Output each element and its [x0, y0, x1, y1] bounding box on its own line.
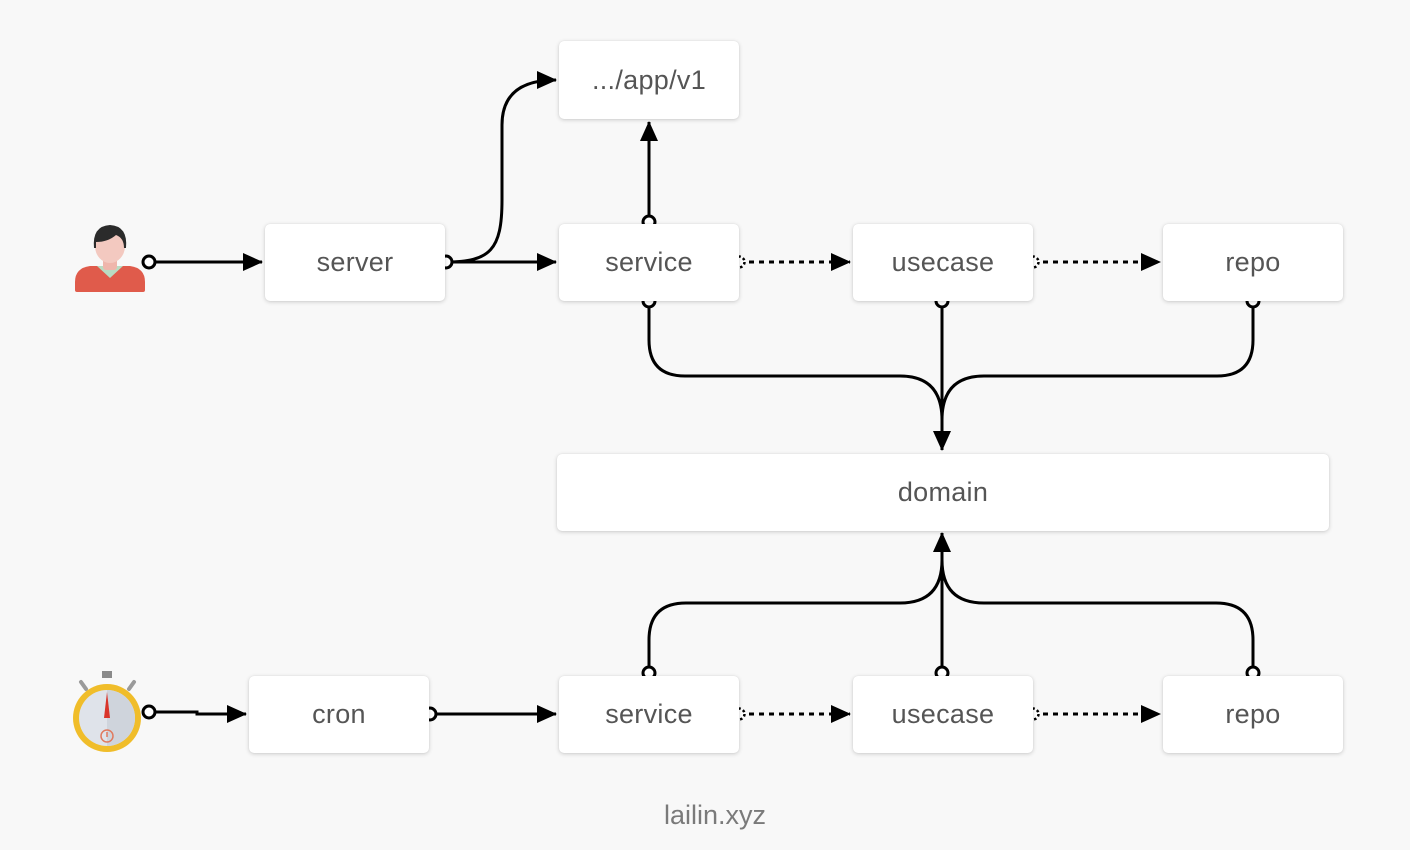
edge-repo-domain-bottom — [940, 559, 1255, 673]
node-service-top[interactable]: service — [559, 224, 739, 301]
node-server[interactable]: server — [265, 224, 445, 301]
edge-start-marker — [141, 704, 157, 720]
edge-timer-cron — [149, 705, 247, 723]
node-repo-top[interactable]: repo — [1163, 224, 1343, 301]
edge-repo-domain-top — [940, 301, 1255, 421]
node-app-v1[interactable]: .../app/v1 — [559, 41, 739, 119]
node-domain[interactable]: domain — [557, 454, 1329, 531]
node-repo-bottom[interactable]: repo — [1163, 676, 1343, 753]
footer-watermark: lailin.xyz — [663, 800, 767, 830]
edge-start-marker — [141, 254, 157, 270]
user-icon — [75, 225, 145, 292]
node-usecase-top[interactable]: usecase — [853, 224, 1033, 301]
node-cron[interactable]: cron — [249, 676, 429, 753]
node-usecase-bottom[interactable]: usecase — [853, 676, 1033, 753]
edge-service-domain-top — [647, 301, 944, 421]
node-service-bottom[interactable]: service — [559, 676, 739, 753]
stopwatch-icon — [73, 671, 141, 752]
edge-service-domain-bottom — [647, 559, 944, 673]
edge-server-app — [445, 71, 557, 264]
